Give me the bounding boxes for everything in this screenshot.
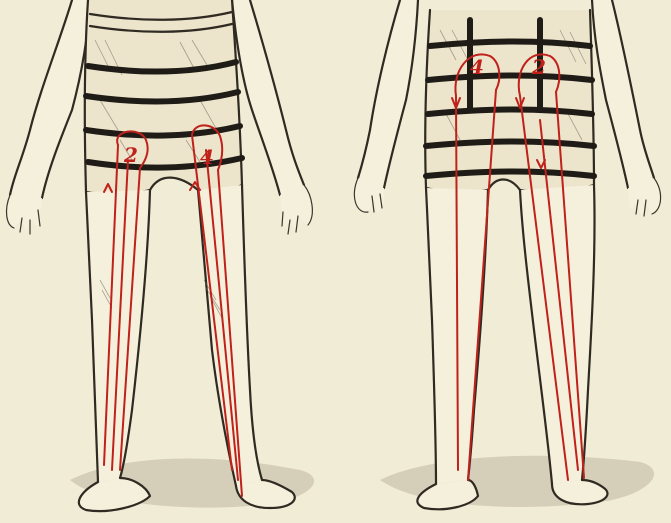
back-right-leg [520,185,595,484]
back-right-marker: 2 [531,55,546,79]
back-trunks [425,10,594,190]
front-view-figure: 2 4 [7,0,315,511]
front-right-marker: 4 [200,145,214,169]
back-left-arm [358,0,418,188]
front-right-arm [232,0,304,195]
back-view-figure: 4 2 [354,0,660,509]
back-right-arm [592,0,654,188]
back-left-marker: 4 [470,55,484,79]
front-left-marker: 2 [123,143,138,167]
